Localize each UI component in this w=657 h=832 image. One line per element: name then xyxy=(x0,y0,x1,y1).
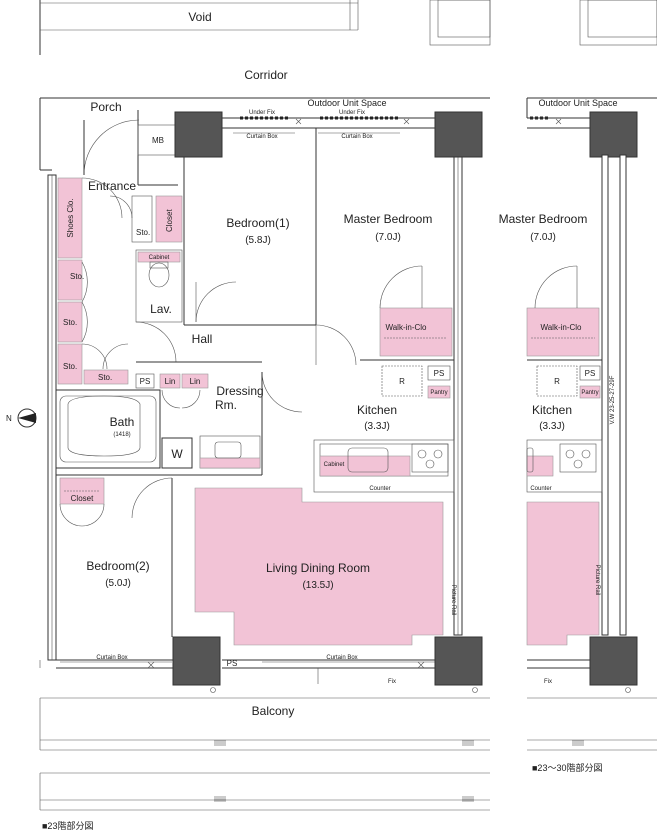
balcony-label: Balcony xyxy=(252,704,295,718)
balcony: Balcony xyxy=(39,697,490,811)
curtain-box-bottom-left: Curtain Box xyxy=(96,655,127,661)
master-bedroom-name: Master Bedroom xyxy=(344,212,433,226)
living-name: Living Dining Room xyxy=(266,561,370,575)
structural-columns xyxy=(172,111,638,686)
ps-label-bottom: PS xyxy=(227,659,238,668)
curtain-box-top-right: Curtain Box xyxy=(341,134,372,140)
cabinet-label-lav: Cabinet xyxy=(149,255,170,261)
bedroom1-name: Bedroom(1) xyxy=(226,216,289,230)
walk-in-closet-label: Walk-in-Clo xyxy=(385,323,427,332)
porch-label: Porch xyxy=(90,100,121,114)
lav-label: Lav. xyxy=(150,302,172,316)
walk-in-closet-right-label: Walk-in-Clo xyxy=(540,323,582,332)
pantry-right-label: Pantry xyxy=(581,390,598,396)
window-annotations: Outdoor Unit Space Under Fix Under Fix C… xyxy=(240,98,410,140)
storage-label-1: Sto. xyxy=(70,272,84,281)
partial-plan-right: Outdoor Unit Space V.W 23-25-27-29F Mast… xyxy=(499,97,657,751)
kitchen-right-size: (3.3J) xyxy=(539,421,565,432)
vertical-floor-note: V.W 23-25-27-29F xyxy=(610,375,616,424)
storage-label-4: Sto. xyxy=(98,373,112,382)
hall-label: Hall xyxy=(192,332,213,346)
outdoor-unit-space-left: Outdoor Unit Space xyxy=(307,98,386,108)
ps-label-1: PS xyxy=(140,377,151,386)
under-fix-left: Under Fix xyxy=(249,110,275,116)
shoes-closet-label: Shoes Clo. xyxy=(66,198,75,237)
ps-label-kitchen: PS xyxy=(434,369,445,378)
bath-label: Bath xyxy=(110,415,135,429)
bedroom2: Closet Bedroom(2) (5.0J) xyxy=(59,477,173,637)
bedroom1: Bedroom(1) (5.8J) xyxy=(183,128,317,326)
mb-label: MB xyxy=(152,136,164,145)
picture-rail-right-label: Picture Rail xyxy=(594,565,600,596)
cabinet-label-kitchen: Cabinet xyxy=(324,462,345,468)
ps-right-label: PS xyxy=(585,369,596,378)
void-area: Void Corridor xyxy=(39,0,657,82)
storage-label-2: Sto. xyxy=(63,318,77,327)
outdoor-unit-space-right: Outdoor Unit Space xyxy=(538,98,617,108)
master-bedroom-size: (7.0J) xyxy=(375,232,401,243)
curtain-box-bottom-right: Curtain Box xyxy=(326,655,357,661)
refrigerator-label: R xyxy=(399,377,405,386)
fix-right-label: Fix xyxy=(544,679,552,685)
bottom-annotations: Curtain Box Curtain Box PS Fix xyxy=(96,655,478,693)
bedroom1-size: (5.8J) xyxy=(245,235,271,246)
void-label: Void xyxy=(188,10,211,24)
refrigerator-right-label: R xyxy=(554,377,560,386)
linen-label-2: Lin xyxy=(190,377,201,386)
counter-label: Counter xyxy=(369,486,390,492)
kitchen-right-name: Kitchen xyxy=(532,403,572,417)
counter-right-label: Counter xyxy=(530,486,551,492)
lavatory: Cabinet Lav. xyxy=(135,249,183,363)
master-bedroom-right-size: (7.0J) xyxy=(530,232,556,243)
hall: Hall xyxy=(136,324,357,366)
pantry-label: Pantry xyxy=(430,390,447,396)
bedroom2-size: (5.0J) xyxy=(105,578,131,589)
kitchen: R PS Pantry Kitchen (3.3J) Cabinet Count… xyxy=(313,365,455,493)
kitchen-name: Kitchen xyxy=(357,403,397,417)
master-bedroom: Master Bedroom (7.0J) Walk-in-Clo xyxy=(344,212,454,361)
storage-label-3: Sto. xyxy=(63,362,77,371)
small-storage-label: Sto. xyxy=(136,228,150,237)
kitchen-size: (3.3J) xyxy=(364,421,390,432)
entrance-label: Entrance xyxy=(88,179,136,193)
caption-left: ■23階部分図 xyxy=(42,820,93,831)
closet-label-2: Closet xyxy=(71,494,94,503)
fix-label-bottom: Fix xyxy=(388,679,396,685)
bath-size-label: (1418) xyxy=(113,432,130,438)
caption-right: ■23〜30階部分図 xyxy=(532,762,602,773)
living-dining-room: Living Dining Room (13.5J) Picture Rail xyxy=(194,487,456,646)
picture-rail-label: Picture Rail xyxy=(450,585,456,616)
linen-label-1: Lin xyxy=(165,377,176,386)
master-bedroom-right-name: Master Bedroom xyxy=(499,212,588,226)
corridor-label: Corridor xyxy=(244,68,287,82)
curtain-box-top-left: Curtain Box xyxy=(246,134,277,140)
under-fix-right: Under Fix xyxy=(339,110,365,116)
outer-walls: MB Porch xyxy=(39,97,490,669)
living-size: (13.5J) xyxy=(302,580,333,591)
compass-north-label: N xyxy=(6,414,12,423)
washer-label: W xyxy=(171,447,183,461)
north-compass: N xyxy=(6,408,37,428)
entrance-storage: Shoes Clo. Sto. Sto. Sto. Sto. Entrance … xyxy=(57,119,183,385)
bedroom2-name: Bedroom(2) xyxy=(86,559,149,573)
closet-label-1: Closet xyxy=(165,209,174,232)
